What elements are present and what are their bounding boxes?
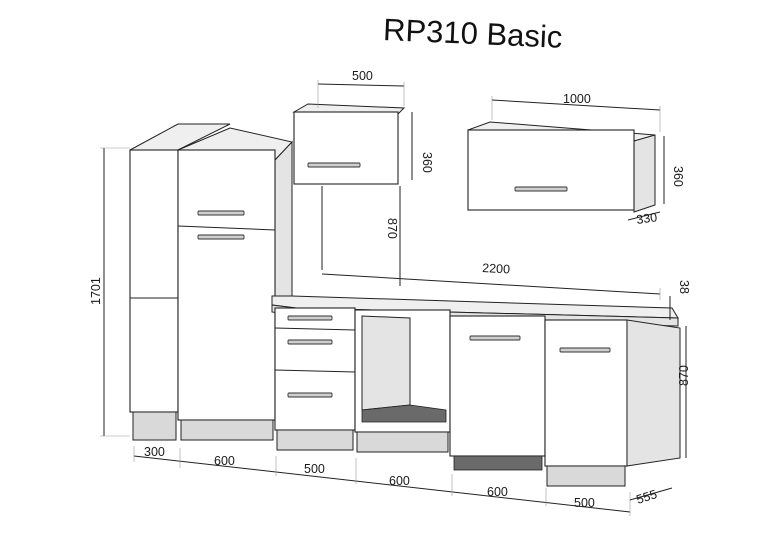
dim-line-330 [627,211,661,221]
door-cabinet-500-body [544,319,628,467]
dim-line-500-top [317,83,405,87]
wall-cabinet-large [467,121,656,213]
oven-housing-floor [361,404,447,423]
label-wall-small-height: 360 [420,152,434,173]
base-door-cabinet-600 [449,315,546,471]
drawer-unit-body [274,307,356,431]
wall-large-body [467,129,635,211]
tall-unit-narrow [129,123,231,441]
tall-fridge-plinth [180,419,274,441]
label-base-depth: 555 [635,487,659,507]
wall-small-body [293,111,399,185]
worktop [271,295,679,327]
tall-fridge-door-split [177,225,276,231]
label-wall-large-height: 360 [671,166,685,187]
drawer-split-2 [274,369,356,373]
base-oven-housing [354,309,451,453]
label-wall-gap-height: 870 [385,218,399,239]
door-cabinet-500-plinth [546,465,626,487]
oven-housing-plinth [356,431,449,453]
label-seg-3: 500 [304,462,325,476]
dim-line-bottom [133,455,631,513]
wall-large-handle [514,186,568,192]
drawer-handle-3 [287,392,333,398]
tall-fridge-lower-handle [197,234,245,240]
label-seg-4: 600 [389,474,410,488]
door-cabinet-600-plinth [453,455,543,471]
label-seg-1: 300 [144,445,165,459]
label-seg-5: 600 [487,485,508,499]
label-total-width: 2200 [482,261,511,276]
tall-fridge-upper-handle [197,210,245,216]
door-cabinet-500-handle [559,347,611,353]
wall-small-handle [307,162,361,168]
label-base-height: 870 [677,365,691,386]
tall-narrow-body [129,149,179,413]
label-worktop-thickness: 38 [677,280,691,294]
dimension-labels: 500 360 870 1000 360 330 2200 38 870 170… [89,69,691,510]
base-drawer-unit [274,307,356,451]
label-seg-6: 500 [574,496,595,510]
dim-line-2200 [321,273,661,295]
drawer-handle-1 [287,315,333,321]
tall-fridge-side [274,140,293,297]
base-door-cabinet-500 [544,319,681,487]
door-cabinet-500-side [626,319,681,467]
drawer-split-1 [274,327,356,331]
label-tall-height: 1701 [89,277,103,305]
label-seg-2: 600 [214,454,235,468]
dim-line-555 [629,487,673,501]
door-cabinet-600-handle [469,335,521,341]
wall-cabinet-small [292,103,406,185]
dimension-lines [100,80,687,516]
tall-fridge-body [177,149,276,421]
tall-narrow-plinth [132,411,177,441]
dim-line-1000-top [491,99,661,111]
label-wall-large-width: 1000 [563,92,591,106]
oven-housing-back [361,315,411,411]
tall-unit-fridge [177,127,293,441]
wall-large-side [633,134,656,213]
drawer-unit-plinth [276,429,354,451]
drawer-handle-2 [287,339,333,345]
label-wall-depth: 330 [635,210,658,227]
label-wall-small-width: 500 [352,69,373,83]
